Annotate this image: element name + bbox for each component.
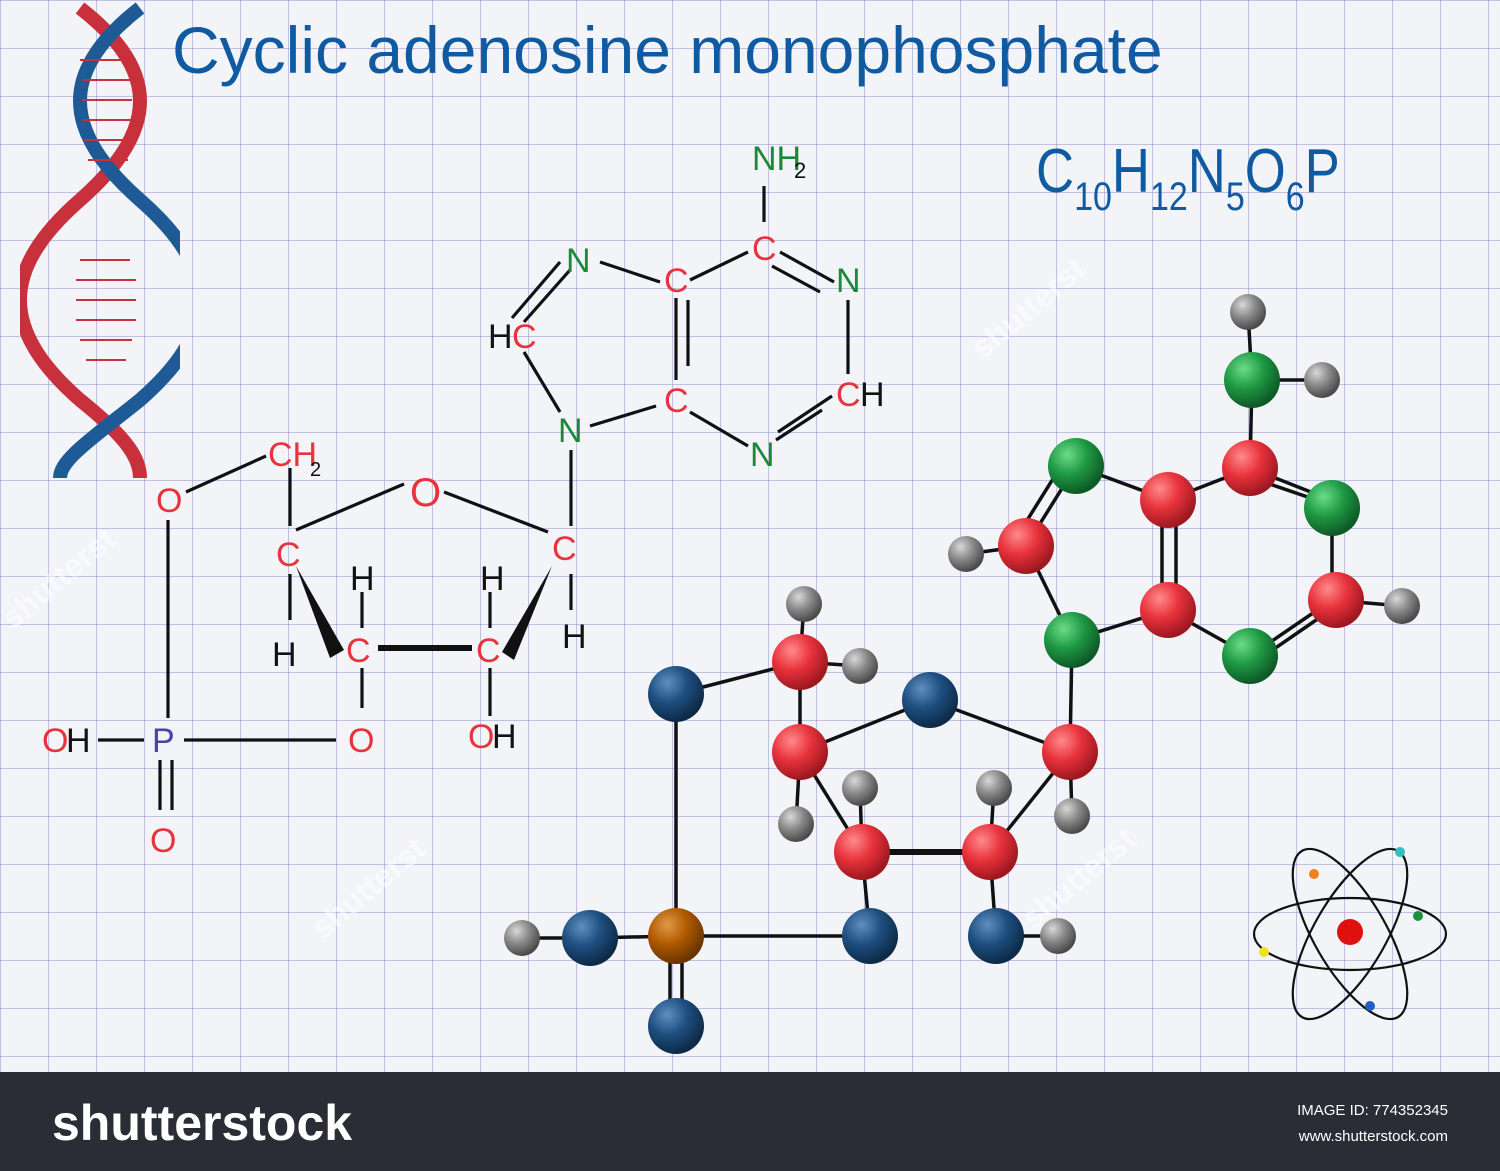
nitrogen-atom [1224, 352, 1280, 408]
brand-logo: shutterstock [52, 1095, 353, 1151]
atom-h: H [272, 636, 297, 674]
atom-oh: O [42, 722, 68, 760]
formula-element: H [1111, 137, 1150, 206]
hydrogen-atom [842, 648, 878, 684]
nitrogen-atom [1222, 628, 1278, 684]
graph-paper-canvas: Cyclic adenosine monophosphate C10H12N5O… [0, 0, 1500, 1072]
nitrogen-atom [1044, 612, 1100, 668]
atom-n: N [750, 436, 775, 474]
atom-icon [1252, 847, 1448, 1021]
atom-p: P [152, 722, 175, 760]
footer-bar: shutterstock IMAGE ID: 774352345 www.shu… [0, 1072, 1500, 1171]
atom-c: C [664, 262, 689, 300]
formula-element: C [1036, 137, 1075, 206]
hydrogen-atom [1384, 588, 1420, 624]
hydrogen-atom [842, 770, 878, 806]
hydrogen-atom [1054, 798, 1090, 834]
atom-o: O [410, 471, 441, 515]
formula-subscript: 10 [1074, 175, 1112, 219]
atom-c: C [512, 318, 537, 356]
carbon-atom [998, 518, 1054, 574]
formula-subscript: 5 [1225, 175, 1245, 219]
formula-subscript: 12 [1149, 175, 1188, 219]
atom-c: C [276, 536, 301, 574]
nh2-label: NH [752, 140, 801, 178]
atom-h: H [562, 618, 587, 656]
structural-formula: NH 2 C N C N H C C C H N N CH 2 O O C C … [42, 140, 885, 860]
atom-labels: NH 2 C N C N H C C C H N N CH 2 O O C C … [42, 140, 885, 860]
oxygen-atom [968, 908, 1024, 964]
nitrogen-atom [1304, 480, 1360, 536]
model-atoms [504, 294, 1420, 1054]
page-title: Cyclic adenosine monophosphate [172, 13, 1163, 87]
formula-element: N [1187, 137, 1226, 206]
wedge-bond [296, 566, 344, 658]
molecular-formula: C10H12N5O6P [1036, 136, 1340, 220]
carbon-atom [1308, 572, 1364, 628]
atom-h: H [492, 718, 517, 756]
atom-h: H [488, 318, 513, 356]
nitrogen-atom [1048, 438, 1104, 494]
ch2-subscript: 2 [310, 459, 321, 481]
carbon-atom [772, 634, 828, 690]
atom-o: O [348, 722, 374, 760]
atom-n: N [566, 242, 591, 280]
carbon-atom [834, 824, 890, 880]
ball-and-stick-model [504, 294, 1420, 1054]
carbon-atom [772, 724, 828, 780]
site-url: www.shutterstock.com [1298, 1128, 1448, 1145]
hydrogen-atom [976, 770, 1012, 806]
carbon-atom [962, 824, 1018, 880]
atom-c: C [836, 376, 861, 414]
carbon-atom [1140, 472, 1196, 528]
formula-element: P [1304, 137, 1340, 206]
oxygen-atom [648, 666, 704, 722]
oxygen-atom [648, 998, 704, 1054]
carbon-atom [1042, 724, 1098, 780]
atom-o: O [156, 482, 182, 520]
hydrogen-atom [786, 586, 822, 622]
atom-h: H [66, 722, 91, 760]
image-id-label: IMAGE ID: 774352345 [1297, 1102, 1448, 1119]
atom-o: O [150, 822, 176, 860]
nh2-subscript: 2 [794, 158, 806, 183]
dna-helix-icon [20, 2, 180, 479]
atom-h: H [860, 376, 885, 414]
formula-subscript: 6 [1285, 175, 1305, 219]
hydrogen-atom [1040, 918, 1076, 954]
hydrogen-atom [1230, 294, 1266, 330]
hydrogen-atom [778, 806, 814, 842]
atom-c: C [552, 530, 577, 568]
wedge-bond [502, 566, 552, 660]
atom-n: N [558, 412, 583, 450]
atom-h: H [350, 560, 375, 598]
atom-c: C [346, 632, 371, 670]
hydrogen-atom [504, 920, 540, 956]
atom-c: C [752, 230, 777, 268]
oxygen-atom [842, 908, 898, 964]
hydrogen-atom [948, 536, 984, 572]
atom-c: C [476, 632, 501, 670]
carbon-atom [1140, 582, 1196, 638]
carbon-atom [1222, 440, 1278, 496]
ch2-label: CH [268, 436, 317, 474]
structural-bonds [98, 186, 850, 810]
phosphorus-atom [648, 908, 704, 964]
oxygen-atom [562, 910, 618, 966]
atom-oh: O [468, 718, 494, 756]
oxygen-atom [902, 672, 958, 728]
atom-c: C [664, 382, 689, 420]
formula-element: O [1244, 137, 1286, 206]
atom-h: H [480, 560, 505, 598]
atom-n: N [836, 262, 861, 300]
hydrogen-atom [1304, 362, 1340, 398]
